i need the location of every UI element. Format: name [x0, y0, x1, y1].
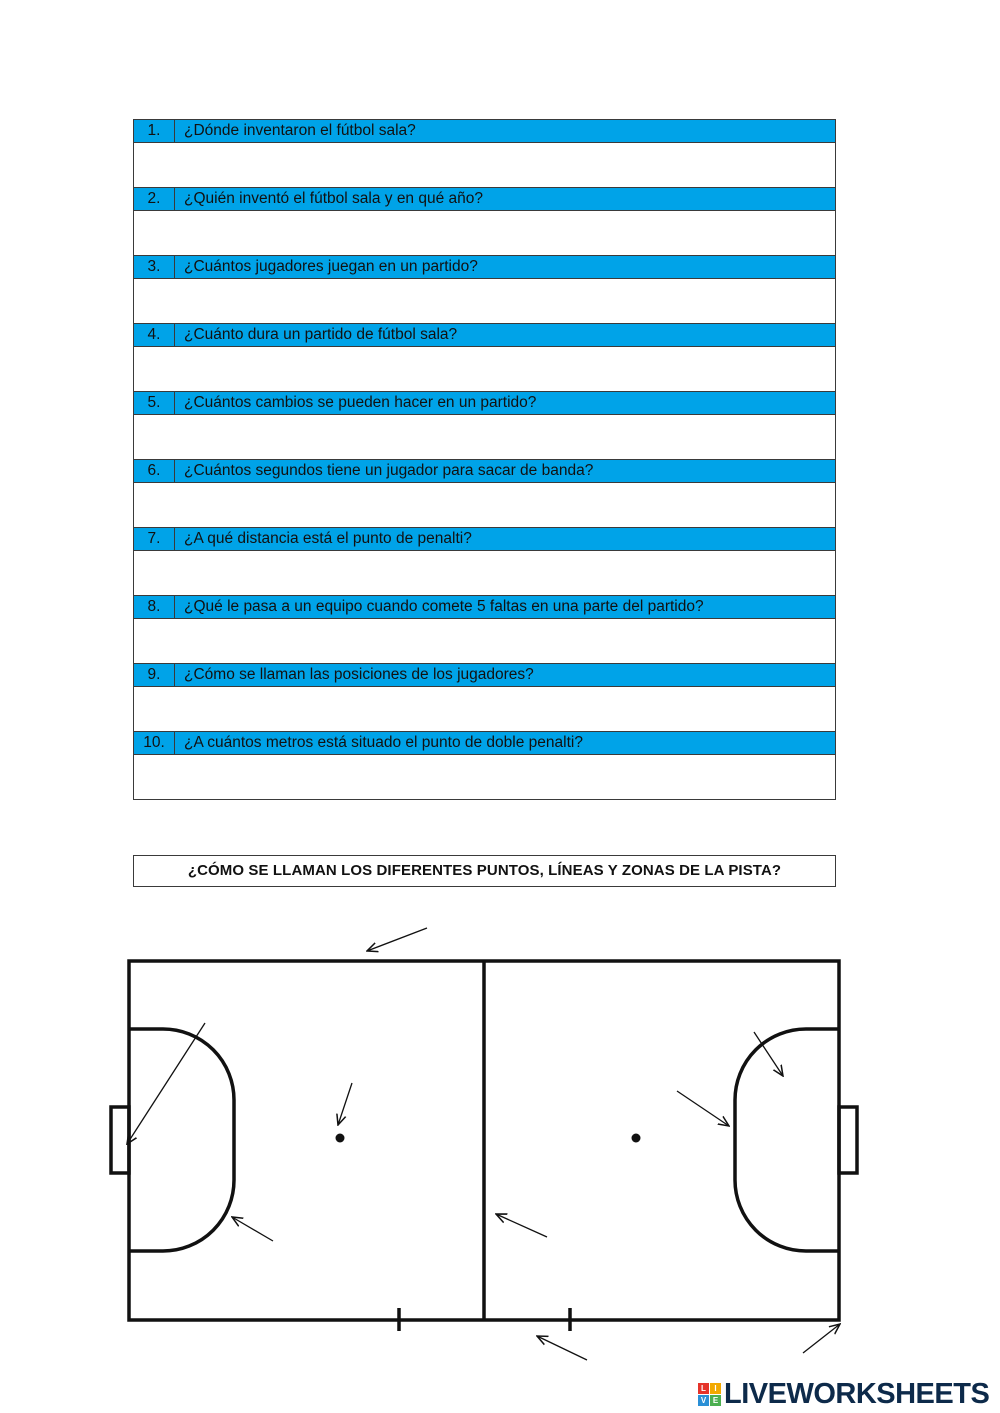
futsal-court-diagram [109, 927, 859, 1361]
answer-row [133, 414, 836, 460]
answer-row [133, 142, 836, 188]
question-text: ¿Cuánto dura un partido de fútbol sala? [174, 323, 836, 347]
question-text: ¿A qué distancia está el punto de penalt… [174, 527, 836, 551]
answer-cell [133, 482, 836, 528]
answer-input-3[interactable] [134, 279, 835, 323]
answer-cell [133, 210, 836, 256]
question-row: 7.¿A qué distancia está el punto de pena… [133, 527, 836, 551]
answer-row [133, 346, 836, 392]
logo-text: LIVEWORKSHEETS [724, 1377, 990, 1410]
answer-input-1[interactable] [134, 143, 835, 187]
question-number: 9. [133, 663, 175, 687]
right-penalty-spot [631, 1133, 641, 1143]
answer-row [133, 210, 836, 256]
answer-input-9[interactable] [134, 687, 835, 731]
question-text: ¿Dónde inventaron el fútbol sala? [174, 119, 836, 143]
question-row: 4.¿Cuánto dura un partido de fútbol sala… [133, 323, 836, 347]
question-number: 6. [133, 459, 175, 483]
answer-input-5[interactable] [134, 415, 835, 459]
court-heading: ¿CÓMO SE LLAMAN LOS DIFERENTES PUNTOS, L… [133, 855, 836, 887]
arrow-left-area [232, 1217, 274, 1242]
question-text: ¿Cuántos segundos tiene un jugador para … [174, 459, 836, 483]
answer-cell [133, 618, 836, 664]
answer-row [133, 482, 836, 528]
questions-body: 1.¿Dónde inventaron el fútbol sala?2.¿Qu… [133, 119, 836, 800]
logo-mark-icon: L I V E [698, 1382, 721, 1406]
left-goal [109, 1105, 131, 1175]
question-text: ¿Quién inventó el fútbol sala y en qué a… [174, 187, 836, 211]
question-number: 1. [133, 119, 175, 143]
question-text: ¿Cuántos jugadores juegan en un partido? [174, 255, 836, 279]
question-number: 7. [133, 527, 175, 551]
answer-row [133, 686, 836, 732]
answer-input-10[interactable] [134, 755, 835, 799]
right-penalty-area [733, 1027, 839, 1253]
left-penalty-spot [335, 1133, 345, 1143]
right-goal [837, 1105, 859, 1175]
question-row: 6.¿Cuántos segundos tiene un jugador par… [133, 459, 836, 483]
answer-input-7[interactable] [134, 551, 835, 595]
answer-cell [133, 754, 836, 800]
question-row: 1.¿Dónde inventaron el fútbol sala? [133, 119, 836, 143]
questions-table: 1.¿Dónde inventaron el fútbol sala?2.¿Qu… [133, 119, 836, 800]
question-row: 5.¿Cuántos cambios se pueden hacer en un… [133, 391, 836, 415]
answer-cell [133, 346, 836, 392]
arrow-substitution-zone [537, 1336, 588, 1361]
answer-cell [133, 686, 836, 732]
arrow-halfway-line [496, 1214, 548, 1238]
answer-input-2[interactable] [134, 211, 835, 255]
answer-input-6[interactable] [134, 483, 835, 527]
question-row: 3.¿Cuántos jugadores juegan en un partid… [133, 255, 836, 279]
question-number: 8. [133, 595, 175, 619]
answer-cell [133, 550, 836, 596]
arrow-right-area [676, 1090, 729, 1126]
answer-row [133, 618, 836, 664]
arrow-left-goal [127, 1022, 206, 1144]
answer-row [133, 754, 836, 800]
question-text: ¿Qué le pasa a un equipo cuando comete 5… [174, 595, 836, 619]
question-text: ¿A cuántos metros está situado el punto … [174, 731, 836, 755]
question-number: 5. [133, 391, 175, 415]
question-number: 4. [133, 323, 175, 347]
question-text: ¿Cómo se llaman las posiciones de los ju… [174, 663, 836, 687]
answer-input-4[interactable] [134, 347, 835, 391]
arrow-penalty-spot [338, 1082, 353, 1125]
arrow-right-area-top [753, 1031, 783, 1076]
question-number: 10. [133, 731, 175, 755]
answer-row [133, 550, 836, 596]
question-number: 2. [133, 187, 175, 211]
arrow-corner [802, 1324, 840, 1354]
answer-cell [133, 278, 836, 324]
answer-row [133, 278, 836, 324]
question-row: 2.¿Quién inventó el fútbol sala y en qué… [133, 187, 836, 211]
question-row: 10.¿A cuántos metros está situado el pun… [133, 731, 836, 755]
question-row: 9.¿Cómo se llaman las posiciones de los … [133, 663, 836, 687]
answer-input-8[interactable] [134, 619, 835, 663]
liveworksheets-logo: L I V E LIVEWORKSHEETS [698, 1377, 990, 1411]
left-penalty-area [129, 1027, 236, 1253]
answer-cell [133, 142, 836, 188]
question-row: 8.¿Qué le pasa a un equipo cuando comete… [133, 595, 836, 619]
question-number: 3. [133, 255, 175, 279]
arrow-touchline [367, 927, 428, 951]
question-text: ¿Cuántos cambios se pueden hacer en un p… [174, 391, 836, 415]
answer-cell [133, 414, 836, 460]
